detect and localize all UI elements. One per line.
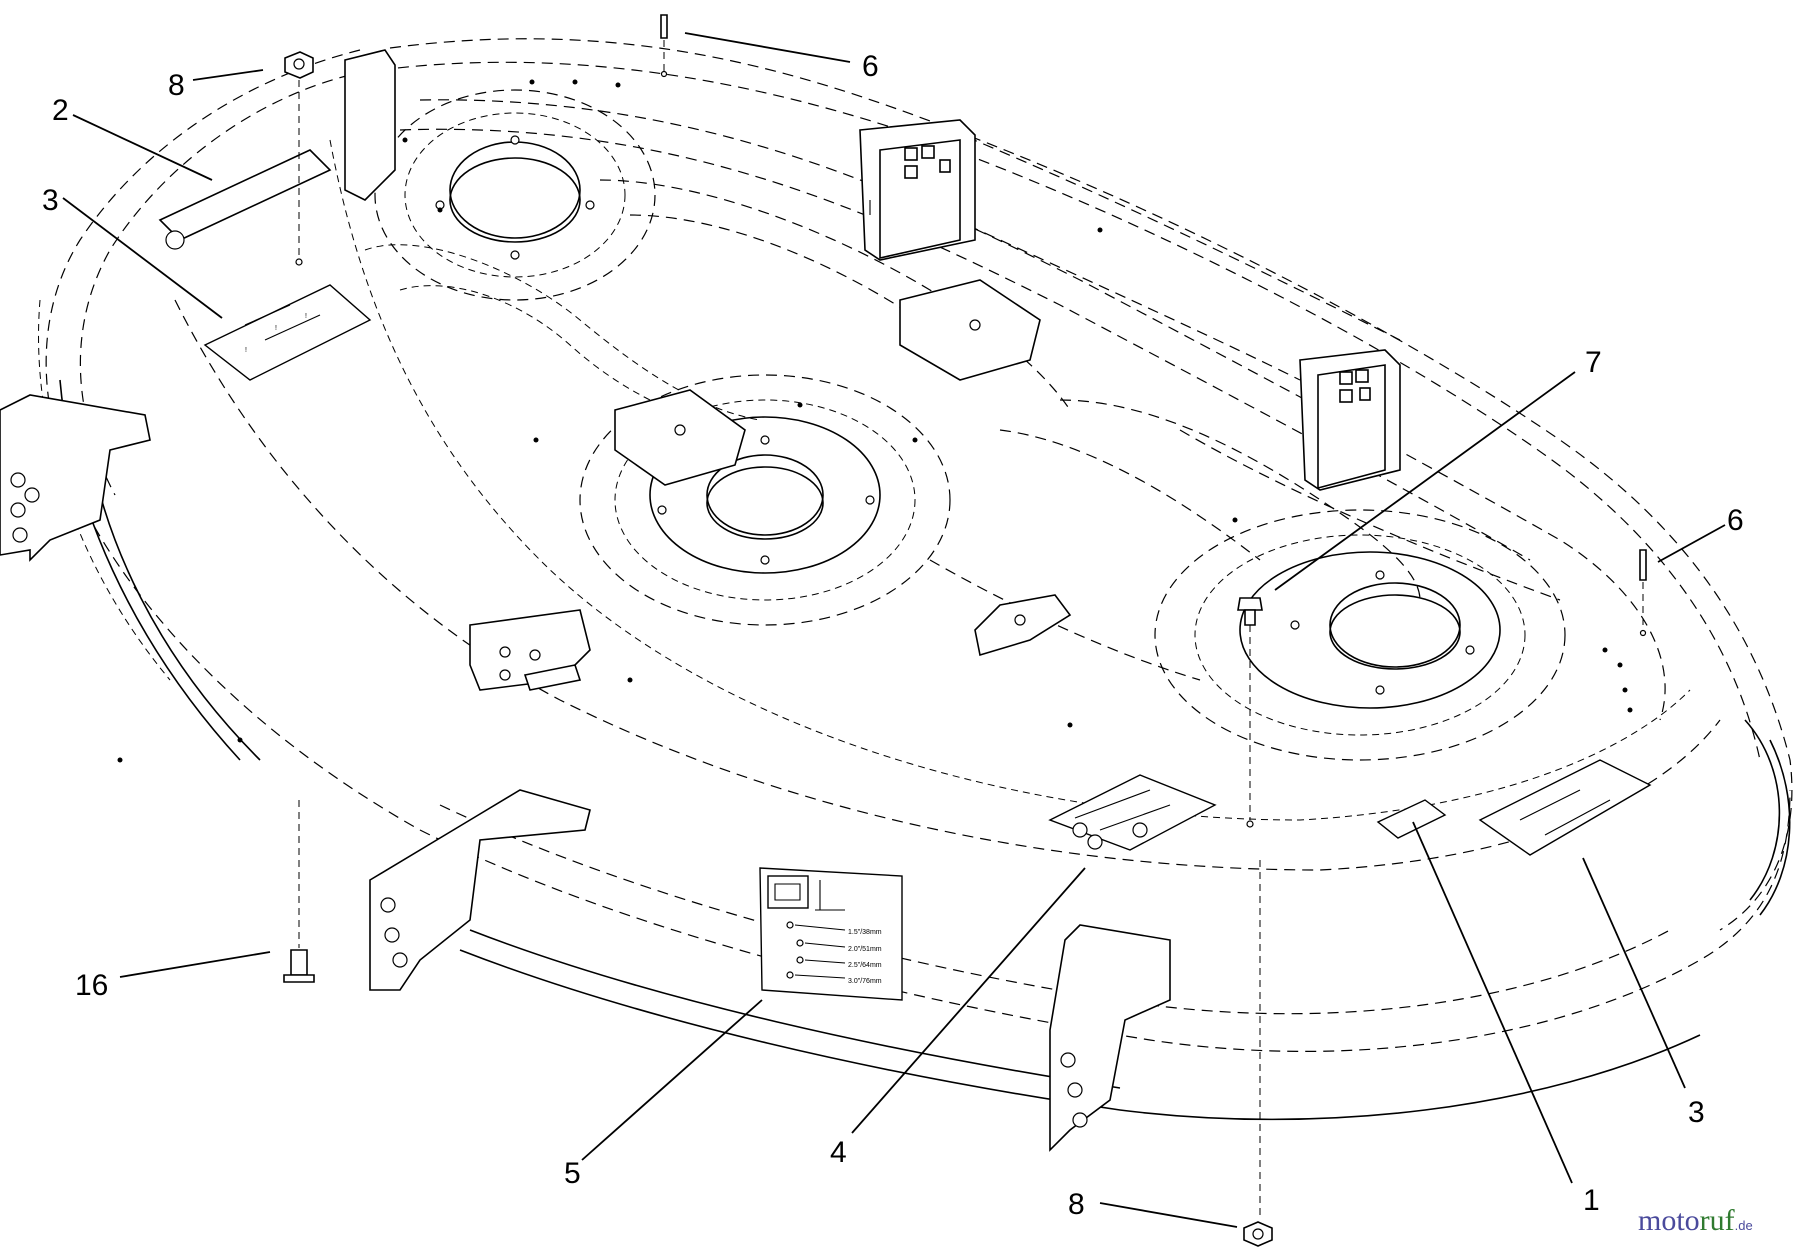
warning-decal-right — [1478, 759, 1652, 856]
callout-16: 16 — [75, 969, 108, 1002]
leader-8-top — [192, 69, 264, 81]
watermark: motoruf.de — [1638, 1204, 1753, 1237]
front-bracket-center-left — [469, 609, 591, 691]
front-bracket-center — [369, 789, 591, 991]
pin-6-top — [660, 14, 668, 78]
leader-2 — [72, 114, 213, 181]
height-row-4: 3.0"/76mm — [848, 978, 882, 985]
spindle-center — [579, 374, 951, 626]
belt-guide-top — [614, 279, 1072, 657]
rear-bracket-right — [1299, 349, 1401, 491]
leader-3-right — [1582, 857, 1686, 1089]
callout-7: 7 — [1585, 346, 1602, 379]
leader-1 — [1412, 821, 1573, 1184]
callout-3-left: 3 — [42, 184, 59, 217]
leader-8-bottom — [1099, 1202, 1238, 1228]
leader-7 — [1274, 371, 1576, 591]
callout-4: 4 — [830, 1136, 847, 1169]
watermark-part-b: ruf — [1700, 1204, 1735, 1237]
callout-6-right: 6 — [1727, 504, 1744, 537]
callout-5: 5 — [564, 1157, 581, 1190]
deck-shell — [38, 38, 1793, 1121]
belt-routing-decal-4 — [1048, 774, 1217, 851]
height-row-3: 2.5"/64mm — [848, 962, 882, 969]
leader-3-left — [62, 197, 223, 319]
small-decal-1 — [1376, 799, 1447, 839]
belt-channel — [364, 179, 1421, 681]
nut-8-bottom — [1243, 860, 1273, 1247]
height-of-cut-decal-5: 1.5"/38mm 2.0"/51mm 2.5"/64mm 3.0"/76mm — [759, 867, 903, 1001]
callout-8-top: 8 — [168, 69, 185, 102]
height-row-2: 2.0"/51mm — [848, 946, 882, 953]
watermark-part-c: .de — [1735, 1218, 1753, 1233]
nut-8-top — [284, 51, 314, 266]
callout-3-right: 3 — [1688, 1096, 1705, 1129]
leader-4 — [851, 867, 1086, 1134]
svg-text:!: ! — [245, 347, 247, 354]
pin-6-right — [1639, 549, 1647, 637]
rear-bracket-arm — [158, 49, 396, 250]
callout-2: 2 — [52, 94, 69, 127]
callout-1: 1 — [1583, 1184, 1600, 1217]
callouts: 8 2 3 6 7 6 16 5 4 1 3 8 — [42, 50, 1744, 1221]
warning-decal-left: ! ! ! — [203, 284, 372, 381]
svg-text:motoruf.de: motoruf.de — [1638, 1204, 1753, 1237]
callout-8-bottom: 8 — [1068, 1188, 1085, 1221]
spindle-left — [374, 89, 656, 301]
leader-5 — [581, 999, 763, 1161]
bolt-7 — [1237, 597, 1263, 828]
leader-6-right — [1657, 524, 1726, 563]
front-bracket-left — [0, 394, 151, 562]
leader-6-top — [684, 32, 851, 63]
watermark-part-a: moto — [1638, 1204, 1700, 1237]
rear-bracket-left — [859, 119, 976, 261]
front-bracket-right — [1049, 924, 1171, 1152]
bolt-16 — [283, 800, 315, 983]
deck-top-plate — [399, 99, 1666, 721]
height-row-1: 1.5"/38mm — [848, 929, 882, 936]
leader-lines — [62, 32, 1726, 1228]
leader-16 — [119, 951, 271, 978]
svg-text:!: ! — [305, 313, 307, 320]
deck-holes — [117, 79, 1633, 763]
callout-6-top: 6 — [862, 50, 879, 83]
svg-text:!: ! — [275, 325, 277, 332]
spindle-right — [1154, 509, 1566, 761]
